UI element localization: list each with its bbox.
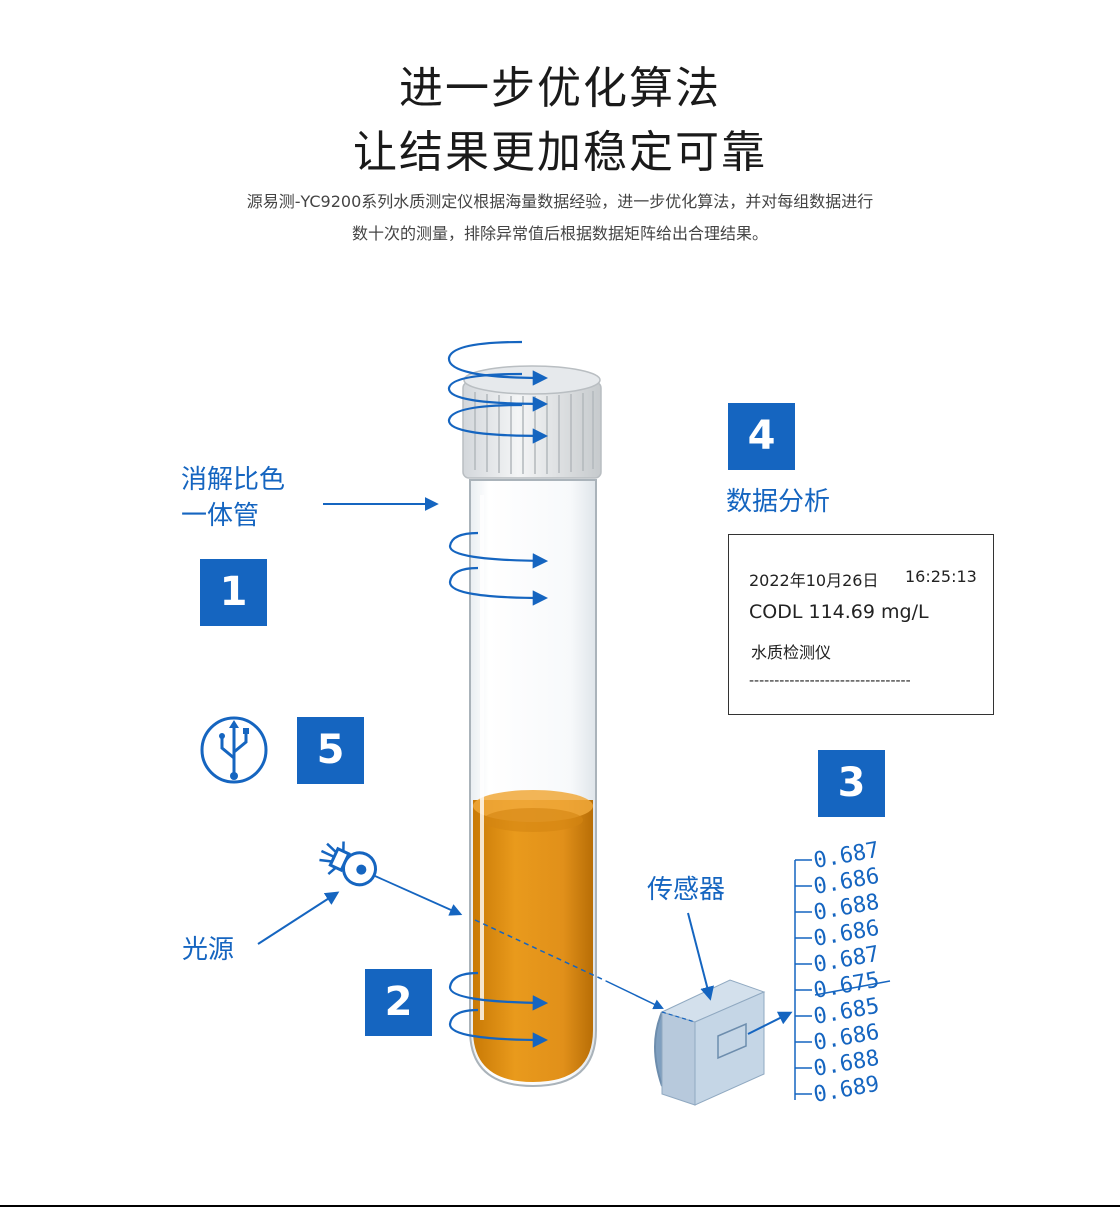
sensor-label: 传感器 bbox=[647, 875, 726, 905]
step-badge-2: 2 bbox=[365, 969, 432, 1036]
sensor-output-arrow bbox=[747, 1011, 793, 1035]
tube-rotation-arrows-icon bbox=[448, 531, 549, 606]
step-badge-1: 1 bbox=[200, 559, 267, 626]
headline-line-1: 进一步优化算法 bbox=[399, 63, 721, 114]
printout-reading: CODL 114.69 mg/L bbox=[749, 601, 929, 623]
readings-axis bbox=[794, 859, 812, 1100]
cap-rotation-arrows-icon bbox=[447, 340, 549, 444]
step-badge-3: 3 bbox=[818, 750, 885, 817]
headline-line-2: 让结果更加稳定可靠 bbox=[353, 127, 767, 178]
tube-label-line-2: 一体管 bbox=[181, 501, 260, 531]
printout-time: 16:25:13 bbox=[905, 567, 977, 586]
result-printout: 2022年10月26日 16:25:13 CODL 114.69 mg/L 水质… bbox=[728, 534, 994, 715]
usb-icon bbox=[200, 716, 268, 784]
tube-label-line-1: 消解比色 bbox=[181, 465, 286, 495]
sensor-box-icon bbox=[654, 979, 766, 1106]
bottom-divider bbox=[0, 1205, 1120, 1207]
step-badge-4: 4 bbox=[728, 403, 795, 470]
light-source-label: 光源 bbox=[182, 935, 235, 965]
sensor-pointer-arrow bbox=[687, 912, 714, 1001]
light-to-sensor-arrow bbox=[605, 980, 664, 1010]
light-through-liquid bbox=[474, 919, 607, 982]
light-source-pointer-arrow bbox=[257, 891, 340, 945]
analysis-label: 数据分析 bbox=[726, 487, 831, 517]
printout-date: 2022年10月26日 bbox=[749, 571, 879, 590]
tube-liquid bbox=[473, 800, 593, 1082]
step-badge-5: 5 bbox=[297, 717, 364, 784]
description-line-2: 数十次的测量，排除异常值后根据数据矩阵给出合理结果。 bbox=[351, 224, 768, 243]
printout-device-name: 水质检测仪 bbox=[751, 643, 832, 662]
outlier-strike bbox=[814, 980, 891, 996]
readings-list: 0.6870.6860.6880.6860.6870.6750.6850.686… bbox=[812, 838, 891, 1108]
digestion-tube bbox=[469, 479, 597, 1088]
light-bulb-icon bbox=[319, 841, 378, 887]
light-beam-arrow bbox=[374, 875, 463, 916]
printout-divider: -------------------------------- bbox=[749, 673, 911, 689]
liquid-rotation-arrows-icon bbox=[448, 971, 549, 1048]
tube-cap bbox=[462, 365, 602, 479]
description-line-1: 源易测-YC9200系列水质测定仪根据海量数据经验，进一步优化算法，并对每组数据… bbox=[246, 192, 874, 211]
